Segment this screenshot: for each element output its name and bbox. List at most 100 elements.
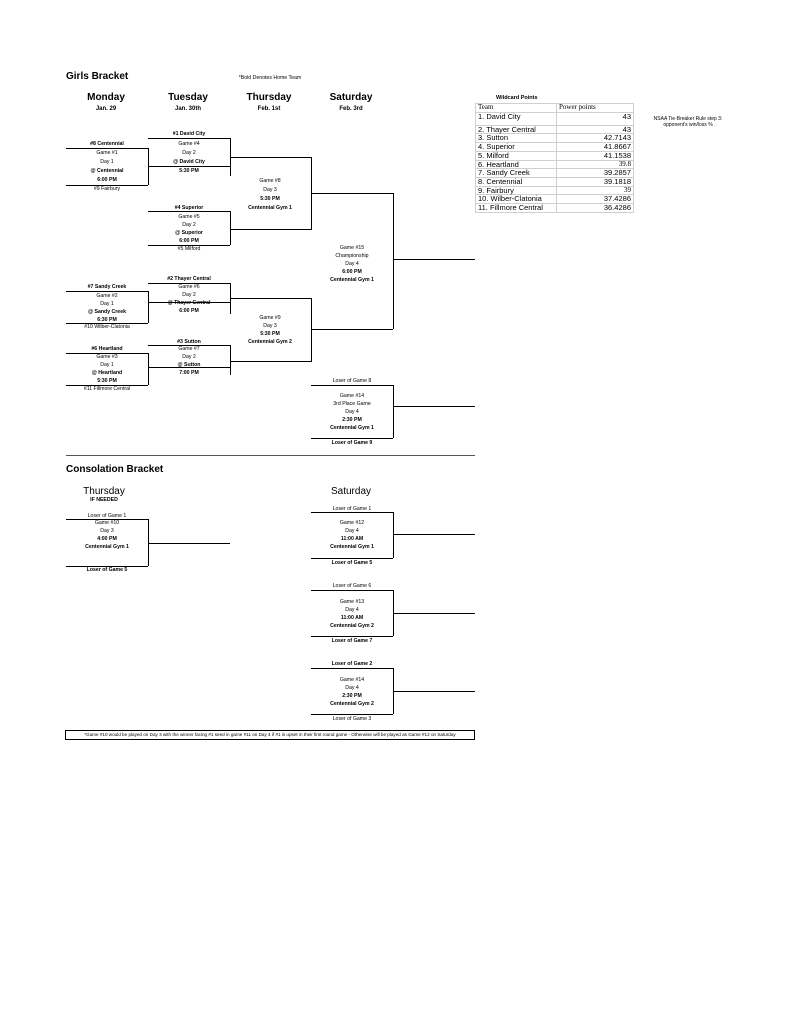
- g7-team-top: #3 Sutton: [177, 339, 201, 345]
- g4-team-top: #1 David City: [172, 131, 206, 137]
- g12-site: Centennial Gym 1: [330, 544, 374, 550]
- g5-team-bottom: #5 Milford: [177, 246, 201, 252]
- g14b-time: 2:30 PM: [342, 693, 362, 699]
- g14b-game: Game #14: [339, 677, 365, 683]
- g14b-bottom: Loser of Game 3: [332, 716, 372, 722]
- g13-day: Day 4: [345, 607, 359, 613]
- g10-top: Loser of Game 1: [87, 513, 127, 519]
- g13-top: Loser of Game 6: [332, 583, 372, 589]
- g5-game: Game #5: [178, 214, 200, 220]
- g1-game: Game #1: [96, 150, 118, 156]
- g7-time: 7:00 PM: [179, 370, 199, 376]
- g15-game: Game #15: [339, 245, 365, 251]
- g10-site: Centennial Gym 1: [85, 544, 129, 550]
- g6-team-top: #2 Thayer Central: [167, 276, 211, 282]
- g12-top: Loser of Game 1: [332, 506, 372, 512]
- g14b-day: Day 4: [345, 685, 359, 691]
- wc-header-points: Power points: [556, 103, 634, 113]
- date-tuesday: Jan. 30th: [174, 106, 201, 112]
- wc-points: 39.1818: [556, 176, 634, 187]
- g2-day: Day 1: [100, 301, 114, 307]
- g8-game: Game #8: [259, 178, 281, 184]
- g5-site: @ Superior: [175, 230, 203, 236]
- g7-day: Day 2: [182, 354, 196, 360]
- g1-day: Day 1: [100, 159, 114, 165]
- cons-day-saturday: Saturday: [330, 486, 372, 497]
- g7-site: @ Sutton: [177, 362, 201, 368]
- g1-site: @ Centennial: [90, 168, 124, 174]
- g8-day: Day 3: [263, 187, 277, 193]
- g15-day: Day 4: [345, 261, 359, 267]
- wc-points: 41.8667: [556, 142, 634, 152]
- g2-game: Game #2: [96, 293, 118, 299]
- g8-site: Centennial Gym 1: [248, 205, 292, 211]
- g1-time: 6:00 PM: [97, 177, 117, 183]
- cons-if-needed: IF NEEDED: [90, 497, 118, 503]
- bracket-title: Girls Bracket: [66, 71, 129, 82]
- g3-team-top: #6 Heartland: [91, 346, 123, 352]
- g13-bottom: Loser of Game 7: [331, 638, 373, 644]
- wc-team: 11. Fillmore Central: [475, 203, 557, 213]
- g14b-site: Centennial Gym 2: [330, 701, 374, 707]
- g7-game: Game #7: [178, 346, 200, 352]
- wildcard-table: Team Power points 1. David City 43 2. Th…: [475, 103, 634, 213]
- g14a-day: Day 4: [345, 409, 359, 415]
- g15-time: 6:00 PM: [342, 269, 362, 275]
- g14a-top: Loser of Game 8: [332, 378, 372, 384]
- g10-time: 4:00 PM: [97, 536, 117, 542]
- g1-team-bottom: #9 Fairbury: [93, 186, 121, 192]
- g2-team-bottom: #10 Wilber-Clatonia: [84, 324, 130, 330]
- g4-site: @ David City: [173, 159, 205, 165]
- g13-time: 11:00 AM: [340, 615, 364, 621]
- wc-team: 1. David City: [475, 111, 557, 126]
- g2-team-top: #7 Sandy Creek: [87, 284, 127, 290]
- consolation-title: Consolation Bracket: [66, 464, 164, 475]
- g2-time: 6:30 PM: [97, 317, 117, 323]
- g5-time: 6:00 PM: [179, 238, 199, 244]
- g12-game: Game #12: [339, 520, 365, 526]
- g12-bottom: Loser of Game 5: [331, 560, 373, 566]
- g3-time: 5:30 PM: [97, 378, 117, 384]
- date-monday: Jan. 29: [95, 106, 117, 112]
- g4-time: 5:30 PM: [179, 168, 199, 174]
- wildcard-title: Wildcard Points: [496, 95, 538, 101]
- wc-team: 4. Superior: [475, 142, 557, 152]
- g5-team-top: #4 Superior: [174, 205, 204, 211]
- g14a-time: 2:30 PM: [342, 417, 362, 423]
- bold-note: *Bold Denotes Home Team: [238, 75, 302, 81]
- day-tuesday: Tuesday: [168, 92, 208, 103]
- g13-game: Game #13: [339, 599, 365, 605]
- g6-day: Day 2: [182, 292, 196, 298]
- g9-time: 5:30 PM: [260, 331, 280, 337]
- g10-bottom: Loser of Game 5: [86, 567, 128, 573]
- g12-day: Day 4: [345, 528, 359, 534]
- g14a-name: 3rd Place Game: [333, 401, 371, 407]
- wc-team: 5. Milford: [475, 150, 557, 161]
- g8-time: 5:30 PM: [260, 196, 280, 202]
- wc-team: 8. Centennial: [475, 176, 557, 187]
- g14a-bottom: Loser of Game 9: [331, 440, 373, 446]
- g3-game: Game #3: [96, 354, 118, 360]
- g9-game: Game #9: [259, 315, 281, 321]
- g5-day: Day 2: [182, 222, 196, 228]
- g3-day: Day 1: [100, 362, 114, 368]
- day-monday: Monday: [87, 92, 125, 103]
- section-divider: [66, 455, 475, 456]
- g2-site: @ Sandy Creek: [88, 309, 126, 315]
- g6-time: 6:00 PM: [179, 308, 199, 314]
- g14b-top: Loser of Game 2: [331, 661, 373, 667]
- g4-game: Game #4: [178, 141, 200, 147]
- day-saturday: Saturday: [329, 92, 373, 103]
- g14a-game: Game #14: [339, 393, 365, 399]
- g14a-site: Centennial Gym 1: [330, 425, 374, 431]
- g3-site: @ Heartland: [91, 370, 123, 376]
- wc-points: 36.4286: [556, 203, 634, 213]
- g15-name: Championship: [335, 253, 369, 259]
- date-saturday: Feb. 3rd: [339, 106, 363, 112]
- g6-site: @ Thayer Central: [167, 300, 211, 306]
- tiebreak-note-2: opponent's win/loss %: [663, 122, 713, 128]
- wc-header-team: Team: [475, 103, 557, 113]
- g10-game: Game #10: [94, 520, 120, 526]
- cons-day-thursday: Thursday: [83, 486, 125, 497]
- g3-team-bottom: #11 Fillmore Central: [83, 386, 131, 392]
